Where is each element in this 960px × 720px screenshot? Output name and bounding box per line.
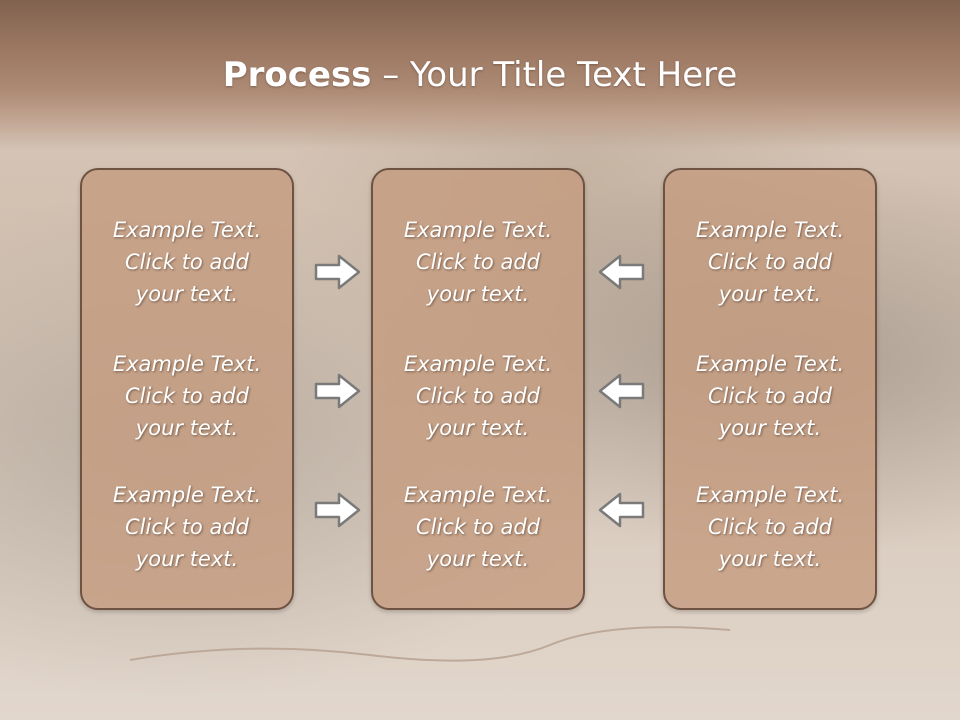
text-line: Example Text. xyxy=(112,352,262,376)
text-line: Example Text. xyxy=(403,483,553,507)
text-block[interactable]: Example Text. Click to add your text. xyxy=(82,348,292,444)
text-block[interactable]: Example Text. Click to add your text. xyxy=(665,479,875,575)
text-block[interactable]: Example Text. Click to add your text. xyxy=(373,479,583,575)
text-line: Click to add xyxy=(124,515,249,539)
text-block[interactable]: Example Text. Click to add your text. xyxy=(373,214,583,310)
text-line: Example Text. xyxy=(403,352,553,376)
arrow-left-icon xyxy=(598,373,645,409)
text-line: Click to add xyxy=(707,384,832,408)
arrow-right-icon xyxy=(314,254,361,290)
road-crack-decoration xyxy=(130,626,730,662)
text-line: your text. xyxy=(135,547,239,571)
title-rest: – Your Title Text Here xyxy=(371,55,738,95)
text-line: your text. xyxy=(426,282,530,306)
text-line: Click to add xyxy=(415,515,540,539)
text-line: Example Text. xyxy=(112,218,262,242)
text-block[interactable]: Example Text. Click to add your text. xyxy=(665,348,875,444)
text-block[interactable]: Example Text. Click to add your text. xyxy=(373,348,583,444)
text-line: Click to add xyxy=(707,250,832,274)
text-line: your text. xyxy=(426,416,530,440)
arrow-left-icon xyxy=(598,254,645,290)
text-line: Example Text. xyxy=(695,218,845,242)
text-line: Click to add xyxy=(707,515,832,539)
arrow-left-icon xyxy=(598,492,645,528)
text-block[interactable]: Example Text. Click to add your text. xyxy=(82,479,292,575)
text-line: Example Text. xyxy=(112,483,262,507)
text-line: Example Text. xyxy=(403,218,553,242)
text-line: your text. xyxy=(718,547,822,571)
text-block[interactable]: Example Text. Click to add your text. xyxy=(82,214,292,310)
process-panel-center[interactable]: Example Text. Click to add your text. Ex… xyxy=(371,168,585,610)
arrow-right-icon xyxy=(314,492,361,528)
text-line: Click to add xyxy=(124,384,249,408)
title-bold: Process xyxy=(222,55,372,95)
text-block[interactable]: Example Text. Click to add your text. xyxy=(665,214,875,310)
text-line: your text. xyxy=(718,282,822,306)
process-panel-left[interactable]: Example Text. Click to add your text. Ex… xyxy=(80,168,294,610)
slide-title[interactable]: Process – Your Title Text Here xyxy=(0,52,960,98)
text-line: Click to add xyxy=(124,250,249,274)
text-line: Click to add xyxy=(415,250,540,274)
arrow-right-icon xyxy=(314,373,361,409)
title-bar xyxy=(0,0,960,150)
text-line: your text. xyxy=(718,416,822,440)
text-line: Example Text. xyxy=(695,352,845,376)
text-line: Click to add xyxy=(415,384,540,408)
process-panel-right[interactable]: Example Text. Click to add your text. Ex… xyxy=(663,168,877,610)
text-line: your text. xyxy=(135,416,239,440)
text-line: Example Text. xyxy=(695,483,845,507)
text-line: your text. xyxy=(135,282,239,306)
text-line: your text. xyxy=(426,547,530,571)
